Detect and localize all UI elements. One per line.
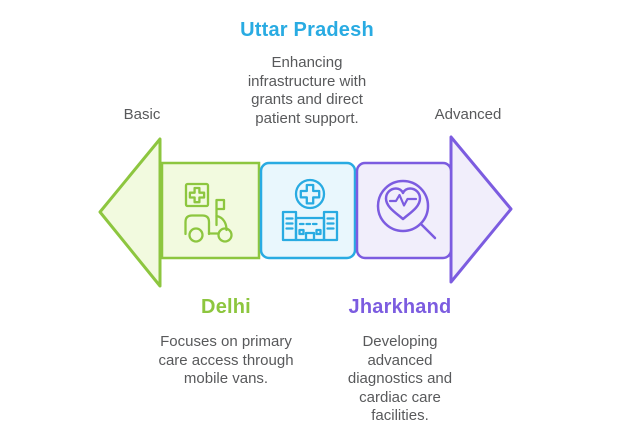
state-title-uttar-pradesh: Uttar Pradesh <box>240 19 374 41</box>
right-arrowhead <box>449 135 513 284</box>
state-title-delhi: Delhi <box>201 296 251 318</box>
segment-jharkhand <box>355 161 453 260</box>
axis-label-basic: Basic <box>123 106 161 123</box>
state-title-jharkhand: Jharkhand <box>348 296 452 318</box>
bidirectional-arrow-diagram <box>98 135 513 288</box>
axis-label-advanced: Advanced <box>434 106 502 123</box>
segment-uttar-pradesh <box>259 161 357 260</box>
left-arrowhead <box>98 137 162 288</box>
heart-search-icon <box>376 179 437 240</box>
segment-delhi <box>160 161 261 260</box>
state-description-uttar-pradesh: Enhancing infrastructure with grants and… <box>247 54 367 127</box>
state-description-jharkhand: Developing advanced diagnostics and card… <box>347 333 453 424</box>
medical-van-icon <box>184 182 233 243</box>
hospital-icon <box>281 178 339 242</box>
state-description-delhi: Focuses on primary care access through m… <box>158 333 294 387</box>
